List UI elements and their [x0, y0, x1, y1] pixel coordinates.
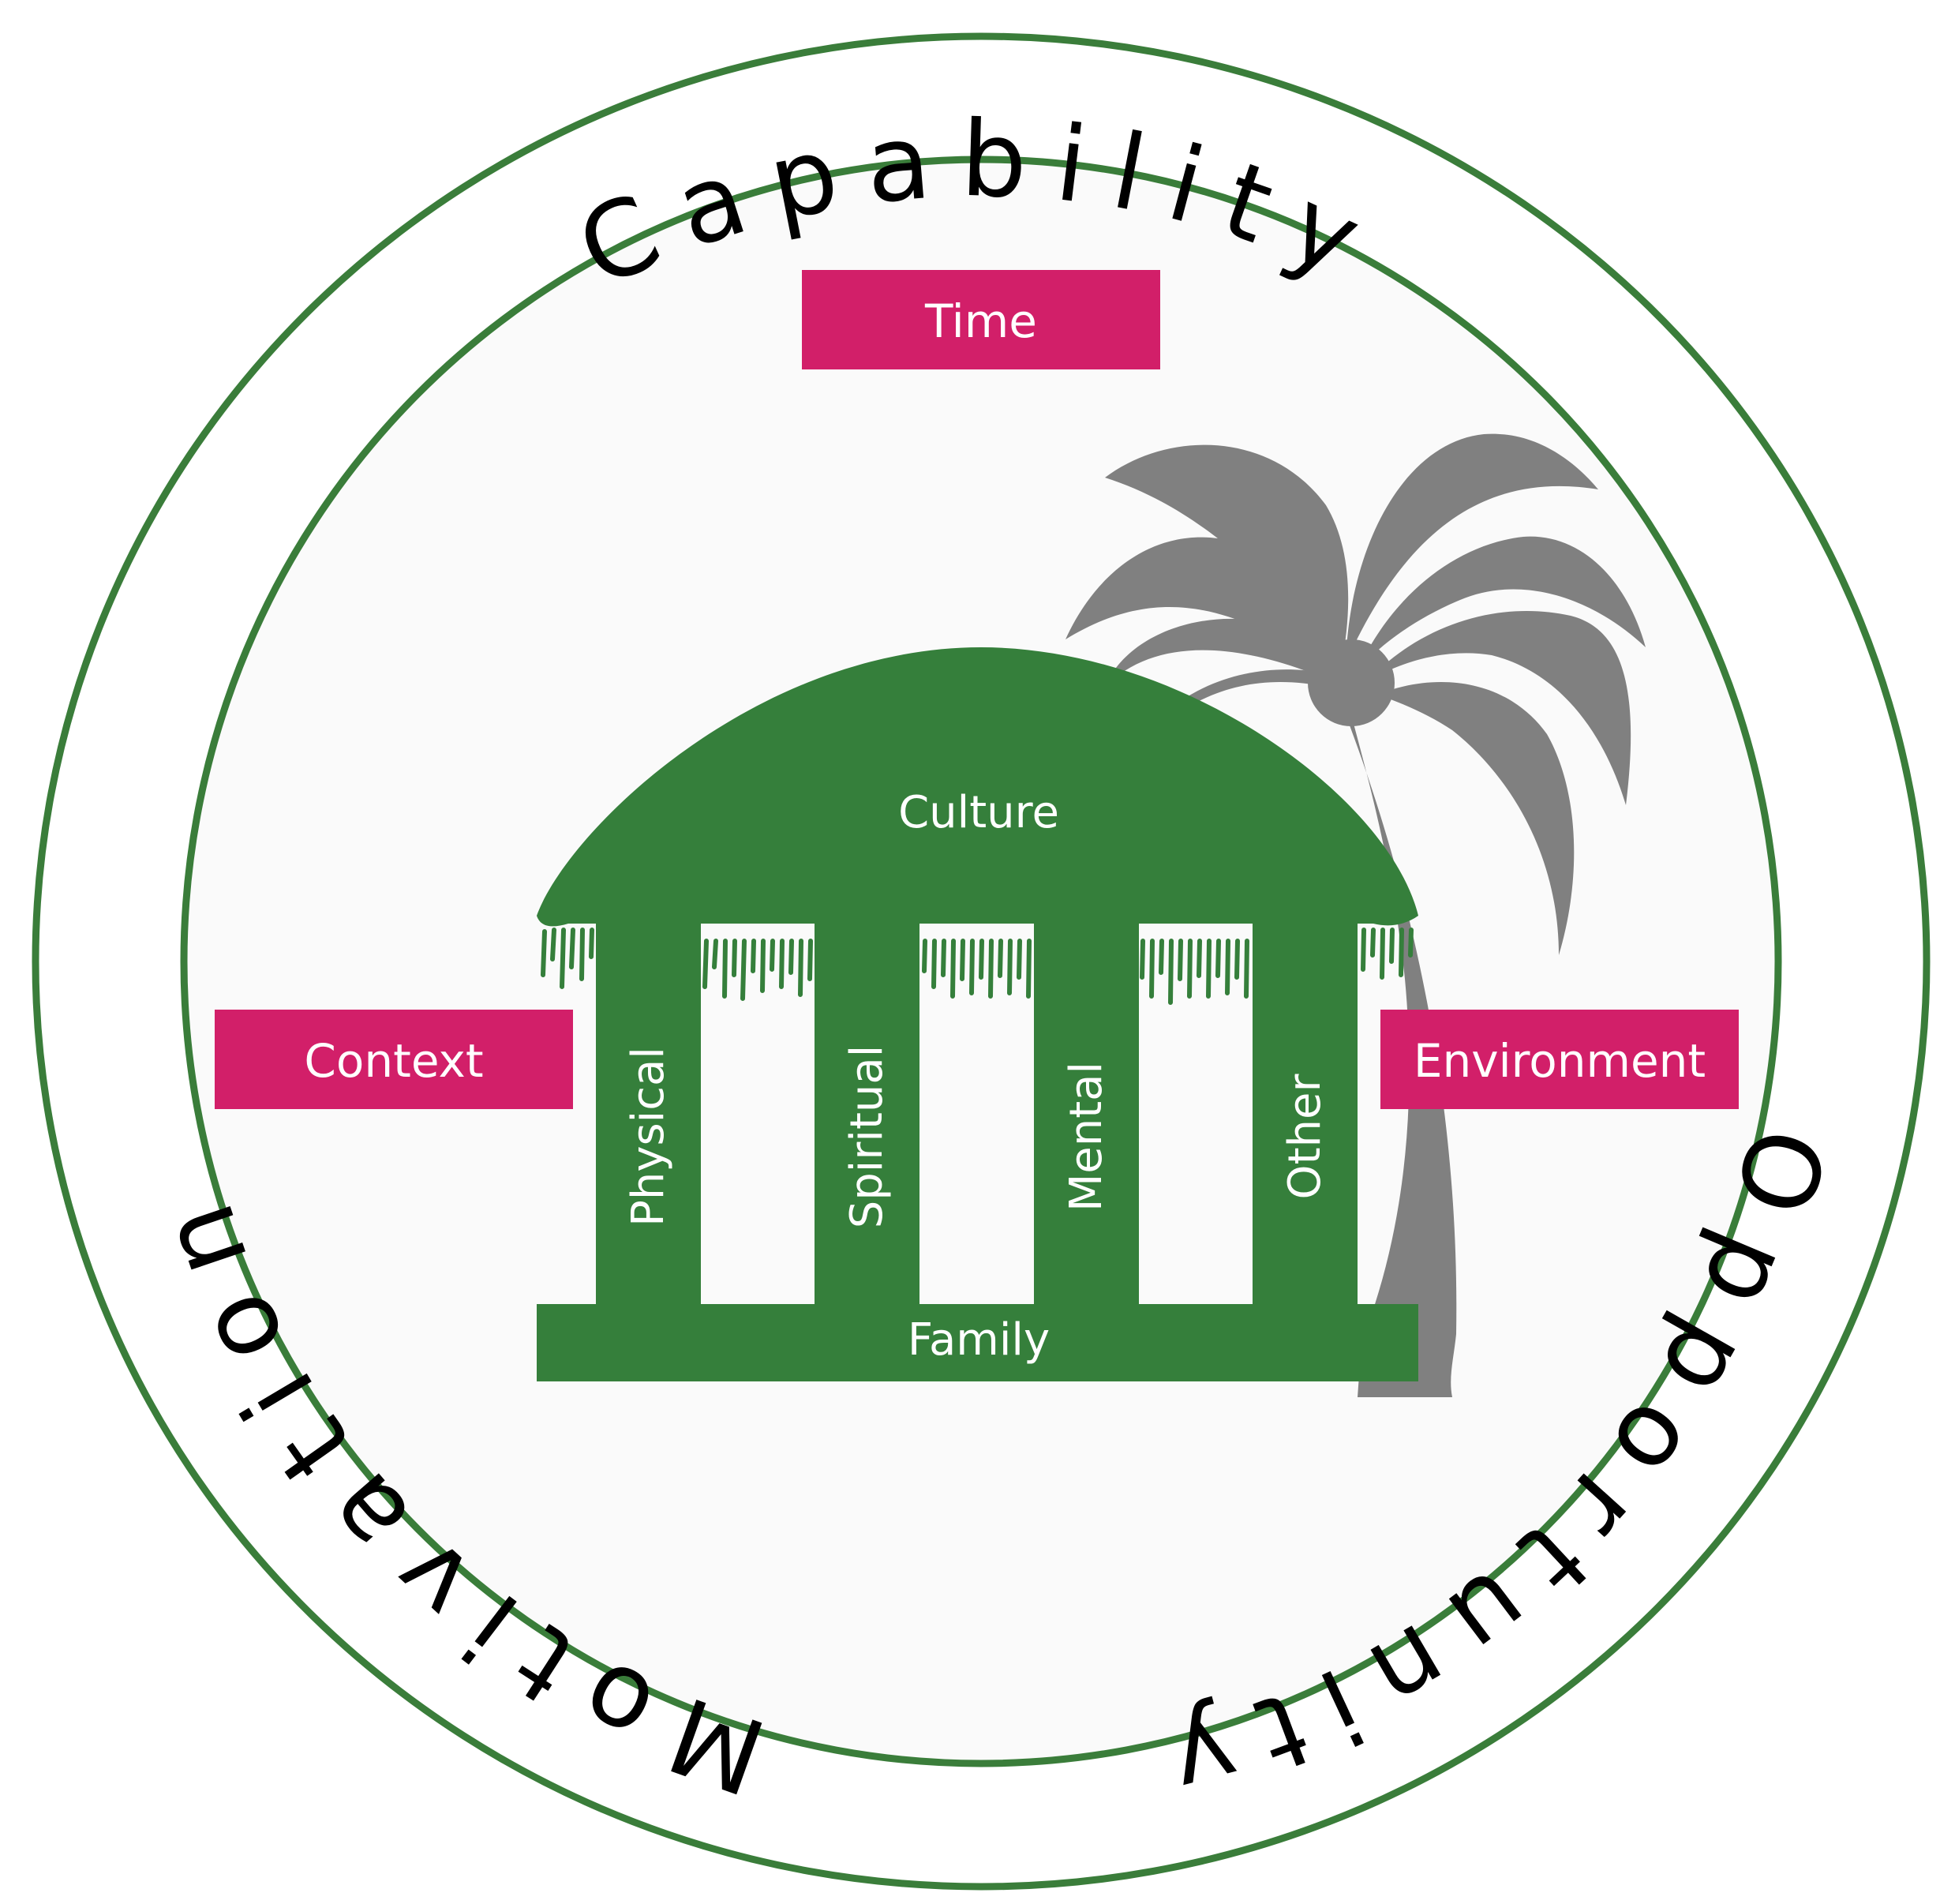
- palm-tree-icon: [1066, 433, 1646, 1397]
- family-label: Family: [908, 1314, 1050, 1366]
- pillar-physical: [596, 924, 701, 1310]
- culture-label: Culture: [898, 787, 1059, 838]
- time-label: Time: [924, 294, 1037, 348]
- pillar-mental: [1034, 924, 1139, 1310]
- hut-roof: [537, 647, 1418, 927]
- mental-label: Mental: [1061, 1062, 1112, 1212]
- other-label: Other: [1279, 1074, 1331, 1200]
- hut-icon: Culture Family Physical Spiritual Mental…: [537, 647, 1418, 1381]
- pillar-other: [1253, 924, 1358, 1310]
- hut-base: [537, 1304, 1418, 1381]
- context-box: Context: [215, 1010, 573, 1109]
- time-box: Time: [802, 270, 1160, 369]
- environment-box: Environment: [1380, 1010, 1739, 1109]
- physical-label: Physical: [623, 1047, 674, 1227]
- environment-label: Environment: [1414, 1034, 1706, 1088]
- roof-fringe: [541, 928, 1414, 1005]
- pillar-spiritual: [815, 924, 919, 1310]
- context-label: Context: [304, 1034, 483, 1088]
- spiritual-label: Spiritual: [841, 1045, 893, 1229]
